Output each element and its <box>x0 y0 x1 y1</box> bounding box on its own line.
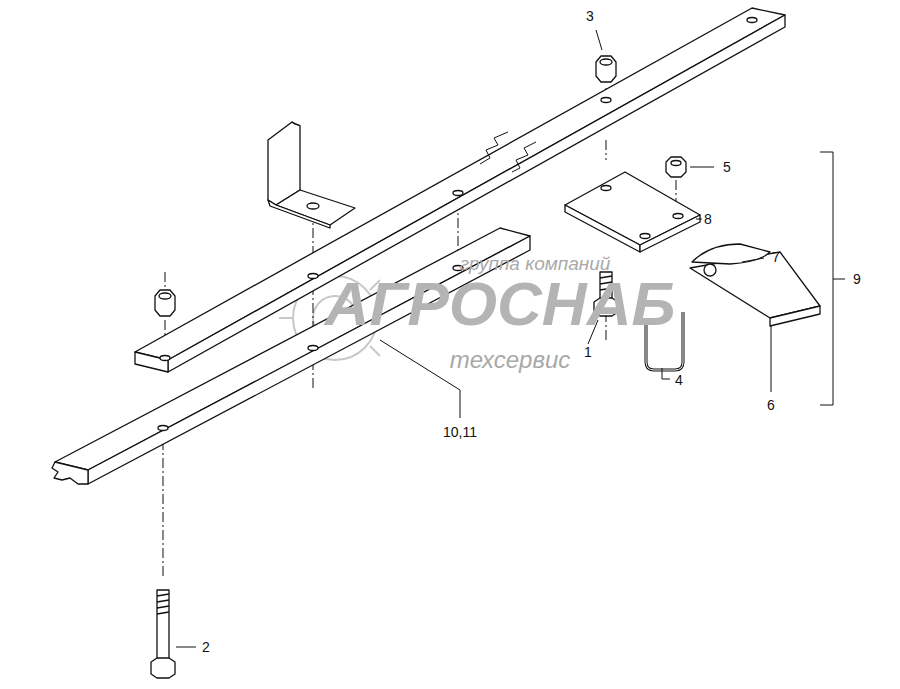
watermark-text: группа компаний <box>460 254 611 273</box>
callout-number: 2 <box>202 640 210 654</box>
callout-number: 10,11 <box>443 425 477 439</box>
callout-number: 9 <box>853 272 861 286</box>
callout-number: 1 <box>584 345 592 359</box>
callout-number: 5 <box>723 160 731 174</box>
watermark-text: техсервис <box>450 348 571 372</box>
callout-number: 7 <box>772 250 780 264</box>
callout-number: 6 <box>767 398 775 412</box>
watermark-text: АГРОСНАБ <box>325 273 676 335</box>
callout-number: 8 <box>704 212 712 226</box>
callout-number: 4 <box>675 373 683 387</box>
callout-number: 3 <box>586 9 594 23</box>
